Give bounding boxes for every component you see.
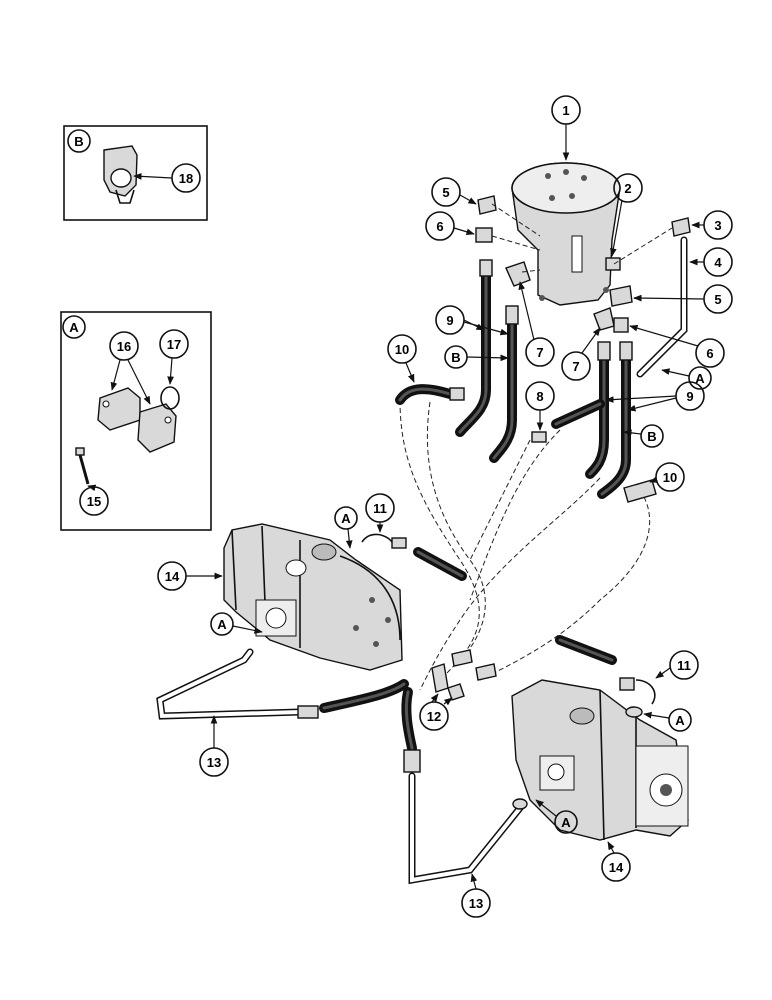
svg-text:12: 12 bbox=[427, 709, 441, 724]
svg-text:8: 8 bbox=[536, 389, 543, 404]
callout-1: 1 bbox=[551, 95, 581, 161]
svg-text:18: 18 bbox=[179, 171, 193, 186]
hose-10-upper bbox=[395, 384, 465, 405]
split-flange-halves bbox=[97, 387, 177, 453]
pump-right bbox=[511, 679, 689, 841]
svg-text:10: 10 bbox=[395, 342, 409, 357]
svg-text:10: 10 bbox=[663, 470, 677, 485]
pump-left bbox=[223, 523, 403, 671]
reference-letters: A A A A A B bbox=[210, 345, 712, 834]
svg-text:A: A bbox=[561, 815, 571, 830]
svg-text:17: 17 bbox=[167, 337, 181, 352]
callout-6-right: 6 bbox=[629, 324, 725, 368]
callout-9-right: 9 bbox=[605, 381, 705, 412]
assembly-lines-upper bbox=[399, 203, 673, 691]
tube-13-right bbox=[401, 687, 528, 885]
svg-text:A: A bbox=[695, 371, 705, 386]
svg-text:9: 9 bbox=[686, 389, 693, 404]
fitting-11-left bbox=[361, 533, 467, 581]
callout-14-right: 14 bbox=[601, 841, 631, 882]
fitting-8-area bbox=[531, 399, 605, 443]
callout-5-left: 5 bbox=[431, 177, 477, 207]
svg-text:A: A bbox=[341, 511, 351, 526]
fitting-11-right bbox=[555, 635, 656, 718]
callout-2: 2 bbox=[610, 173, 643, 257]
ref-a-3: A bbox=[210, 612, 263, 636]
ref-a-2: A bbox=[334, 506, 358, 549]
fitting-10-right bbox=[623, 479, 657, 503]
callout-16: 16 bbox=[109, 331, 151, 405]
svg-text:A: A bbox=[217, 617, 227, 632]
svg-text:14: 14 bbox=[165, 569, 180, 584]
inset-a: A bbox=[60, 311, 212, 531]
callout-13-left: 13 bbox=[199, 715, 229, 777]
svg-text:B: B bbox=[451, 350, 460, 365]
tube-4 bbox=[636, 236, 688, 378]
callout-17: 17 bbox=[159, 329, 189, 385]
fittings-upper bbox=[475, 195, 691, 333]
svg-text:16: 16 bbox=[117, 339, 131, 354]
callout-11-right: 11 bbox=[655, 650, 699, 680]
callout-8: 8 bbox=[525, 381, 555, 431]
svg-text:9: 9 bbox=[446, 313, 453, 328]
ref-b-2: B bbox=[623, 424, 664, 448]
callout-12: 12 bbox=[419, 693, 453, 731]
hoses-9-left bbox=[455, 259, 519, 463]
callouts: 1 2 3 4 5 5 bbox=[79, 95, 733, 918]
flange-bolt-part bbox=[75, 447, 90, 485]
callout-14-left: 14 bbox=[157, 561, 223, 591]
callout-9-left: 9 bbox=[435, 305, 509, 336]
flange-clamp-part bbox=[103, 145, 138, 204]
svg-text:7: 7 bbox=[536, 345, 543, 360]
inset-b: B bbox=[63, 125, 208, 221]
svg-text:13: 13 bbox=[207, 755, 221, 770]
svg-text:11: 11 bbox=[373, 501, 387, 516]
callout-15: 15 bbox=[79, 484, 109, 516]
inset-b-letter: B bbox=[74, 134, 83, 149]
callout-3: 3 bbox=[691, 210, 733, 240]
svg-text:B: B bbox=[647, 429, 656, 444]
svg-text:15: 15 bbox=[87, 494, 101, 509]
fittings-12 bbox=[431, 649, 497, 701]
callout-10-right: 10 bbox=[649, 462, 685, 492]
svg-text:14: 14 bbox=[609, 860, 624, 875]
ref-a-1: A bbox=[661, 366, 712, 390]
callout-11-left: 11 bbox=[365, 493, 395, 533]
svg-text:A: A bbox=[675, 713, 685, 728]
svg-text:7: 7 bbox=[572, 359, 579, 374]
svg-text:13: 13 bbox=[469, 896, 483, 911]
inset-a-letter: A bbox=[69, 320, 79, 335]
valve-head-assembly bbox=[511, 162, 621, 306]
ref-b-1: B bbox=[444, 345, 509, 369]
callout-4: 4 bbox=[689, 247, 733, 277]
svg-text:1: 1 bbox=[562, 103, 569, 118]
hoses-9-right bbox=[585, 341, 633, 499]
callout-7-right: 7 bbox=[561, 327, 601, 381]
callout-10-left: 10 bbox=[387, 334, 417, 383]
svg-text:11: 11 bbox=[677, 658, 691, 673]
svg-text:5: 5 bbox=[714, 292, 721, 307]
svg-text:6: 6 bbox=[436, 219, 443, 234]
svg-text:5: 5 bbox=[442, 185, 449, 200]
callout-18: 18 bbox=[133, 163, 201, 193]
ref-a-4: A bbox=[643, 708, 692, 732]
callout-7-left: 7 bbox=[518, 281, 555, 367]
ref-a-5: A bbox=[535, 799, 578, 834]
svg-text:4: 4 bbox=[714, 255, 722, 270]
svg-text:6: 6 bbox=[706, 346, 713, 361]
callout-13-right: 13 bbox=[461, 873, 491, 918]
svg-text:2: 2 bbox=[624, 181, 631, 196]
svg-text:3: 3 bbox=[714, 218, 721, 233]
o-ring-part bbox=[160, 386, 180, 410]
tube-13-left bbox=[156, 648, 409, 720]
callout-5-right: 5 bbox=[633, 284, 733, 314]
callout-6-left: 6 bbox=[425, 211, 475, 241]
